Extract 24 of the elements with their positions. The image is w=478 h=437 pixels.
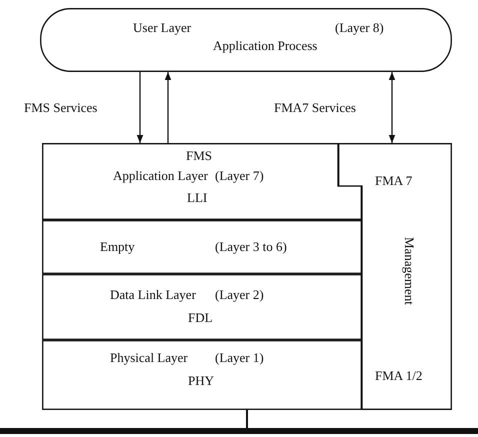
layer-number: (Layer 2) <box>215 287 264 302</box>
sublayer-name: FDL <box>188 310 213 325</box>
entity-name: FMA 1/2 <box>375 368 422 383</box>
layer-number: (Layer 8) <box>335 20 384 35</box>
protocol-name: FMS <box>186 148 212 163</box>
arrow <box>164 72 172 143</box>
layer-name: User Layer <box>133 20 192 35</box>
column-title: Management <box>402 237 417 305</box>
layer-number: (Layer 3 to 6) <box>215 239 287 254</box>
connector-line <box>246 410 248 428</box>
layer-number: (Layer 7) <box>215 168 264 183</box>
arrow <box>388 72 396 143</box>
sublayer-name: PHY <box>188 373 214 388</box>
layer-number: (Layer 1) <box>215 350 264 365</box>
sublayer-name: LLI <box>187 190 208 205</box>
process-name: Application Process <box>213 38 318 53</box>
service-label: FMA7 Services <box>274 100 356 115</box>
layer-name: Empty <box>100 239 135 254</box>
service-label: FMS Services <box>24 100 98 115</box>
layer-name: Physical Layer <box>110 350 188 365</box>
layer-name: Application Layer <box>113 168 208 183</box>
entity-name: FMA 7 <box>375 173 412 188</box>
arrow <box>136 72 144 143</box>
layer-name: Data Link Layer <box>110 287 196 302</box>
